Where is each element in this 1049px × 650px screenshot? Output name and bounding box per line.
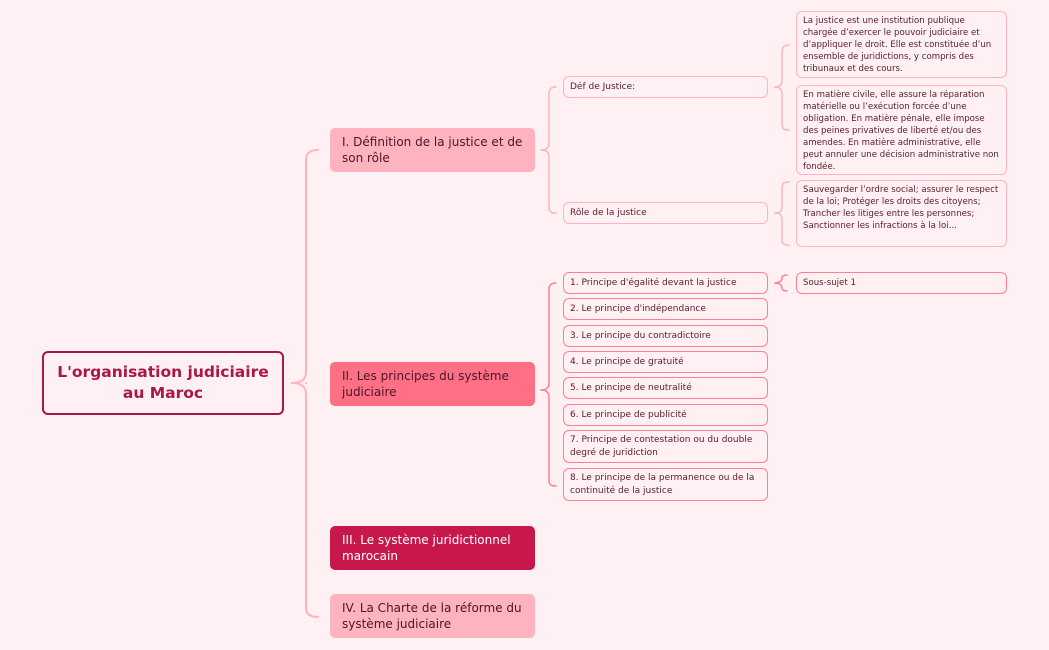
branch-systeme-juridictionnel[interactable]: III. Le système juridictionnel marocain [330, 526, 535, 570]
principle-2[interactable]: 2. Le principe d'indépendance [563, 298, 768, 320]
subtopic-label: Sous-sujet 1 [803, 278, 856, 288]
principle-4[interactable]: 4. Le principe de gratuité [563, 351, 768, 373]
detail-label: En matière civile, elle assure la répara… [803, 90, 999, 172]
principle-label: 2. Le principe d'indépendance [570, 303, 706, 314]
principle-label: 5. Le principe de neutralité [570, 382, 692, 393]
branch-principes-systeme[interactable]: II. Les principes du système judiciaire [330, 362, 535, 406]
principle-6[interactable]: 6. Le principe de publicité [563, 404, 768, 426]
principle-3[interactable]: 3. Le principe du contradictoire [563, 325, 768, 347]
detail-def-justice-1[interactable]: La justice est une institution publique … [796, 11, 1007, 78]
principle-1[interactable]: 1. Principe d'égalité devant la justice [563, 272, 768, 294]
subtopic-role-justice[interactable]: Rôle de la justice [563, 202, 768, 224]
branch-label: IV. La Charte de la réforme du système j… [342, 601, 522, 631]
principle-label: 3. Le principe du contradictoire [570, 330, 711, 341]
subtopic-label: Déf de Justice: [570, 81, 636, 92]
principle-label: 8. Le principe de la permanence ou de la… [570, 473, 755, 496]
principle-5[interactable]: 5. Le principe de neutralité [563, 377, 768, 399]
detail-def-justice-2[interactable]: En matière civile, elle assure la répara… [796, 85, 1007, 175]
branch-label: II. Les principes du système judiciaire [342, 369, 509, 399]
principle-7[interactable]: 7. Principe de contestation ou du double… [563, 430, 768, 463]
principle-label: 4. Le principe de gratuité [570, 356, 684, 367]
principle-8[interactable]: 8. Le principe de la permanence ou de la… [563, 468, 768, 501]
branch-label: I. Définition de la justice et de son rô… [342, 135, 523, 165]
subtopic-def-justice[interactable]: Déf de Justice: [563, 76, 768, 98]
subtopic-sous-sujet-1[interactable]: Sous-sujet 1 [796, 272, 1007, 294]
branch-definition-justice[interactable]: I. Définition de la justice et de son rô… [330, 128, 535, 172]
branch-label: III. Le système juridictionnel marocain [342, 533, 511, 563]
branch-charte-reforme[interactable]: IV. La Charte de la réforme du système j… [330, 594, 535, 638]
principle-label: 7. Principe de contestation ou du double… [570, 435, 753, 458]
detail-role-justice[interactable]: Sauvegarder l’ordre social; assurer le r… [796, 180, 1007, 247]
subtopic-label: Rôle de la justice [570, 207, 647, 218]
detail-label: Sauvegarder l’ordre social; assurer le r… [803, 185, 999, 231]
principle-label: 1. Principe d'égalité devant la justice [570, 277, 737, 288]
root-topic-label: L'organisation judiciaire au Maroc [57, 363, 269, 402]
root-topic[interactable]: L'organisation judiciaire au Maroc [42, 351, 284, 415]
principle-label: 6. Le principe de publicité [570, 409, 687, 420]
detail-label: La justice est une institution publique … [803, 16, 992, 74]
